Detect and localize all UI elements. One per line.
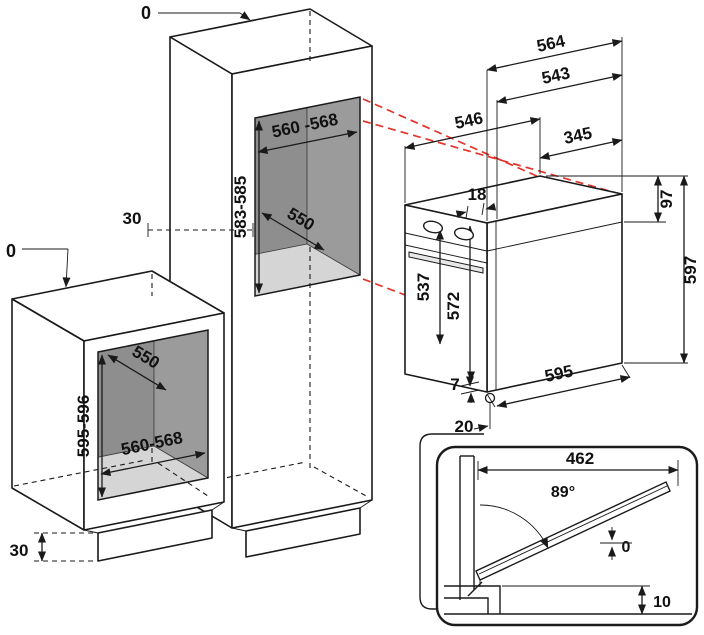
dim-base-top-clearance: 0 <box>6 241 71 288</box>
dim-label-oven-depth-body: 543 <box>540 63 572 87</box>
dim-label-base-plinth-height: 30 <box>10 541 29 560</box>
dim-line <box>496 73 623 104</box>
dim-label-tall-rear-clearance: 30 <box>123 209 142 228</box>
dim-line <box>100 450 206 477</box>
dim-tall-top-clearance: 0 <box>141 3 251 23</box>
dim-label-base-niche-height: 595-596 <box>74 395 93 457</box>
tall-unit-drawing: 0 30 560 -568 583-585 550 <box>123 3 373 558</box>
dim-label-base-top-clearance: 0 <box>6 241 16 261</box>
dim-oven-front-lip: 18 <box>455 185 497 219</box>
base-unit-drawing: 0 550 595-596 560-568 30 <box>6 241 225 562</box>
dim-line <box>496 375 631 408</box>
dim-label-oven-depth-rear: 345 <box>562 123 594 147</box>
dim-base-plinth-height: 30 <box>10 532 96 562</box>
dim-line <box>486 39 623 72</box>
dim-oven-depth-frame: 546 <box>404 108 541 150</box>
dim-door-open-depth: 462 <box>477 449 679 486</box>
oven-side-face <box>486 193 623 393</box>
dim-tick <box>481 202 485 216</box>
dim-label-oven-depth-frame: 546 <box>453 108 485 132</box>
detail-angle-arc <box>479 504 549 549</box>
dim-oven-bottom-gap: 7 <box>450 371 480 403</box>
dim-oven-depth-body: 543 <box>496 63 623 104</box>
dim-arrow <box>62 248 71 288</box>
ext-line <box>621 364 631 379</box>
dim-label-door-open-depth: 462 <box>566 449 594 468</box>
oven-drawing: 564 543 546 345 18 97 597 <box>404 31 700 436</box>
dim-oven-depth-total: 564 <box>486 31 623 72</box>
dim-line <box>257 129 358 155</box>
dim-label-door-floor-clearance: 10 <box>653 594 671 611</box>
dim-tick <box>460 389 480 395</box>
oven-foot <box>484 392 496 404</box>
dim-arrow <box>455 210 467 219</box>
dim-label-oven-front-lip: 18 <box>468 185 487 204</box>
ext-line <box>486 393 496 408</box>
dim-line <box>539 138 623 160</box>
dim-label-oven-panel-height: 97 <box>657 190 676 209</box>
oven-side-panel-line <box>486 221 623 252</box>
tall-unit-plinth <box>245 507 361 558</box>
oven-handle <box>408 251 484 274</box>
dim-tick <box>460 381 480 387</box>
dim-line <box>107 354 167 391</box>
door-detail-callout: 89° 462 0 10 <box>419 433 699 627</box>
dim-label-oven-depth-total: 564 <box>535 31 567 56</box>
dim-label-oven-foot-setback: 20 <box>455 417 474 436</box>
plinth-connector <box>211 501 225 511</box>
dim-oven-height-total: 597 <box>680 175 700 364</box>
dim-oven-height-body: 537 <box>414 229 444 345</box>
dim-line <box>261 212 325 251</box>
plinth-connector <box>359 499 373 509</box>
dim-label-door-angle: 89° <box>551 484 575 501</box>
hidden-edge <box>313 466 369 498</box>
plinth-connector <box>231 527 247 532</box>
dim-label-tall-niche-height: 583-585 <box>231 176 250 238</box>
detail-plinth-step-inner <box>444 597 489 614</box>
dim-arrow <box>485 202 497 211</box>
detail-open-door <box>475 481 671 581</box>
callout-leader <box>419 433 484 610</box>
dim-label-oven-bottom-gap: 7 <box>450 375 459 394</box>
dim-tall-niche-height: 583-585 <box>231 120 263 294</box>
dim-arrow <box>473 424 489 432</box>
dim-oven-foot-setback: 20 <box>455 402 491 436</box>
dim-oven-height-front: 572 <box>444 225 474 387</box>
base-unit-plinth <box>97 509 213 562</box>
dim-label-oven-height-body: 537 <box>414 273 433 301</box>
dim-label-oven-height-front: 572 <box>444 292 463 320</box>
plinth-connector <box>83 529 99 534</box>
dim-label-door-zero-gap: 0 <box>622 539 631 556</box>
dim-tall-rear-clearance: 30 <box>123 209 254 237</box>
detail-plinth-step <box>444 585 501 614</box>
dim-label-tall-top-clearance: 0 <box>141 3 151 23</box>
dim-door-zero-gap: 0 <box>600 527 632 560</box>
dim-oven-depth-rear: 345 <box>539 123 623 160</box>
dim-oven-panel-height: 97 <box>654 175 676 223</box>
dim-line <box>404 117 541 150</box>
dim-arrow <box>239 11 251 21</box>
oven-knob-left <box>422 220 444 234</box>
detail-door-inner-line <box>478 485 668 575</box>
dim-door-floor-clearance: 10 <box>502 585 671 615</box>
oven-knob-right <box>453 227 475 241</box>
